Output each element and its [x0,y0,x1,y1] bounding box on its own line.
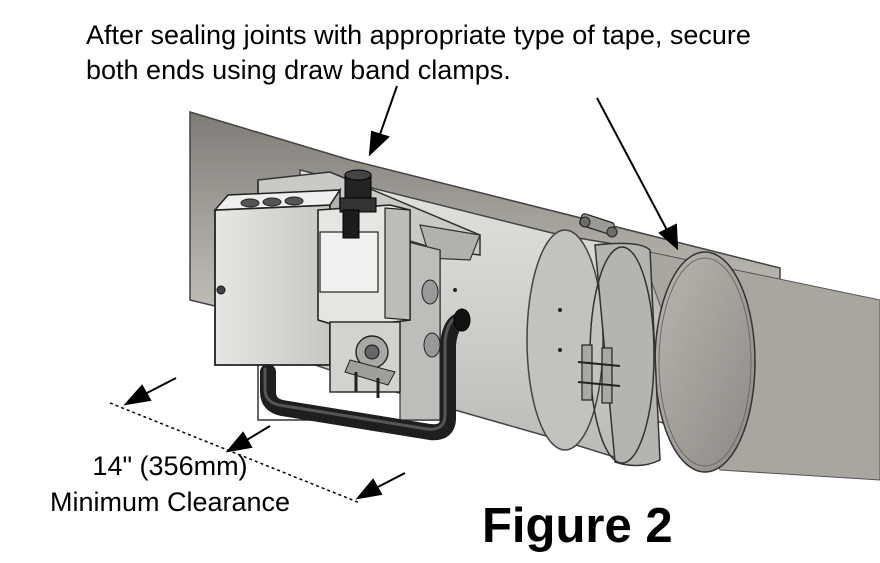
fitting-port [423,332,441,358]
callout-line-1: After sealing joints with appropriate ty… [86,20,751,50]
leader-line-end-clamp [596,97,669,233]
leader-line-sleeve-joint [377,85,398,141]
clamp-bolt-top [579,213,618,238]
clearance-arrow-left [144,377,177,395]
arrowhead-end-clamp [658,223,679,251]
sampling-hose [260,308,471,441]
draw-band-clamp [594,242,661,467]
cable-gland [339,169,377,239]
enclosure-screw [216,285,226,295]
clearance-dimension: 14" (356mm) [92,451,248,481]
sealing-instruction-callout: After sealing joints with appropriate ty… [86,18,876,88]
pressure-switch [317,169,441,398]
callout-arrows [368,85,679,251]
clearance-arrow-right [375,472,406,489]
knockout-hole [284,196,304,206]
fitting-port [421,279,439,305]
figure-title: Figure 2 [482,499,673,553]
duct-end-opening [654,251,756,473]
clamp-bolt-side [577,344,621,404]
knockout-hole [240,198,260,208]
clearance-indicator [109,377,406,504]
clearance-label: 14" (356mm) Minimum Clearance [0,448,340,520]
clearance-dashed-line [109,402,361,504]
clearance-caption: Minimum Clearance [49,487,291,517]
valve-assembly [329,321,401,398]
callout-line-2: both ends using draw band clamps. [86,55,511,85]
arrowhead-sleeve-joint [368,130,390,157]
knockout-hole [262,197,282,207]
clearance-arrow-middle [244,425,271,442]
